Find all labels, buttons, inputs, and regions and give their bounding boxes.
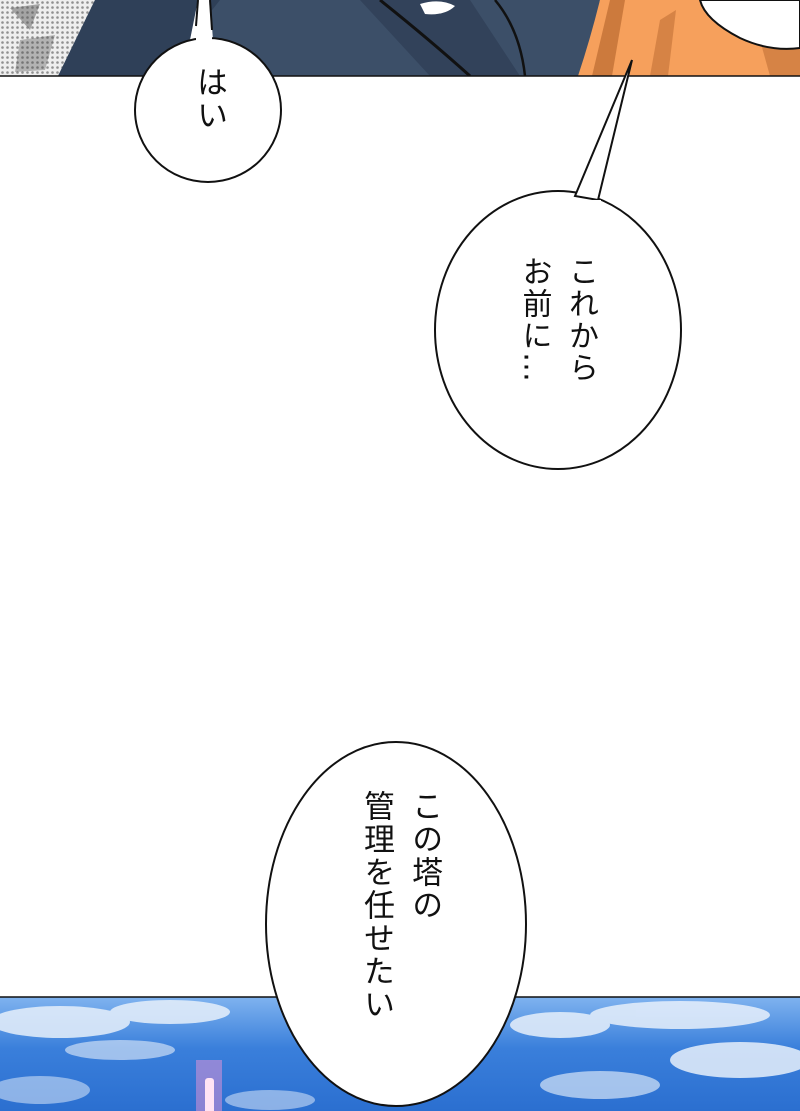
speech-bubble-tower xyxy=(265,741,527,1107)
tower xyxy=(205,1078,214,1111)
speech-bubble-hai xyxy=(134,0,282,183)
clouds xyxy=(0,1000,800,1110)
dialogue-tower: この塔の 管理を任せたい xyxy=(358,790,443,1021)
speech-bubble-korekara xyxy=(434,59,682,470)
dialogue-korekara: これから お前に… xyxy=(516,256,599,384)
dialogue-hai: はい xyxy=(191,66,228,132)
character-closeup-panel xyxy=(0,0,800,76)
